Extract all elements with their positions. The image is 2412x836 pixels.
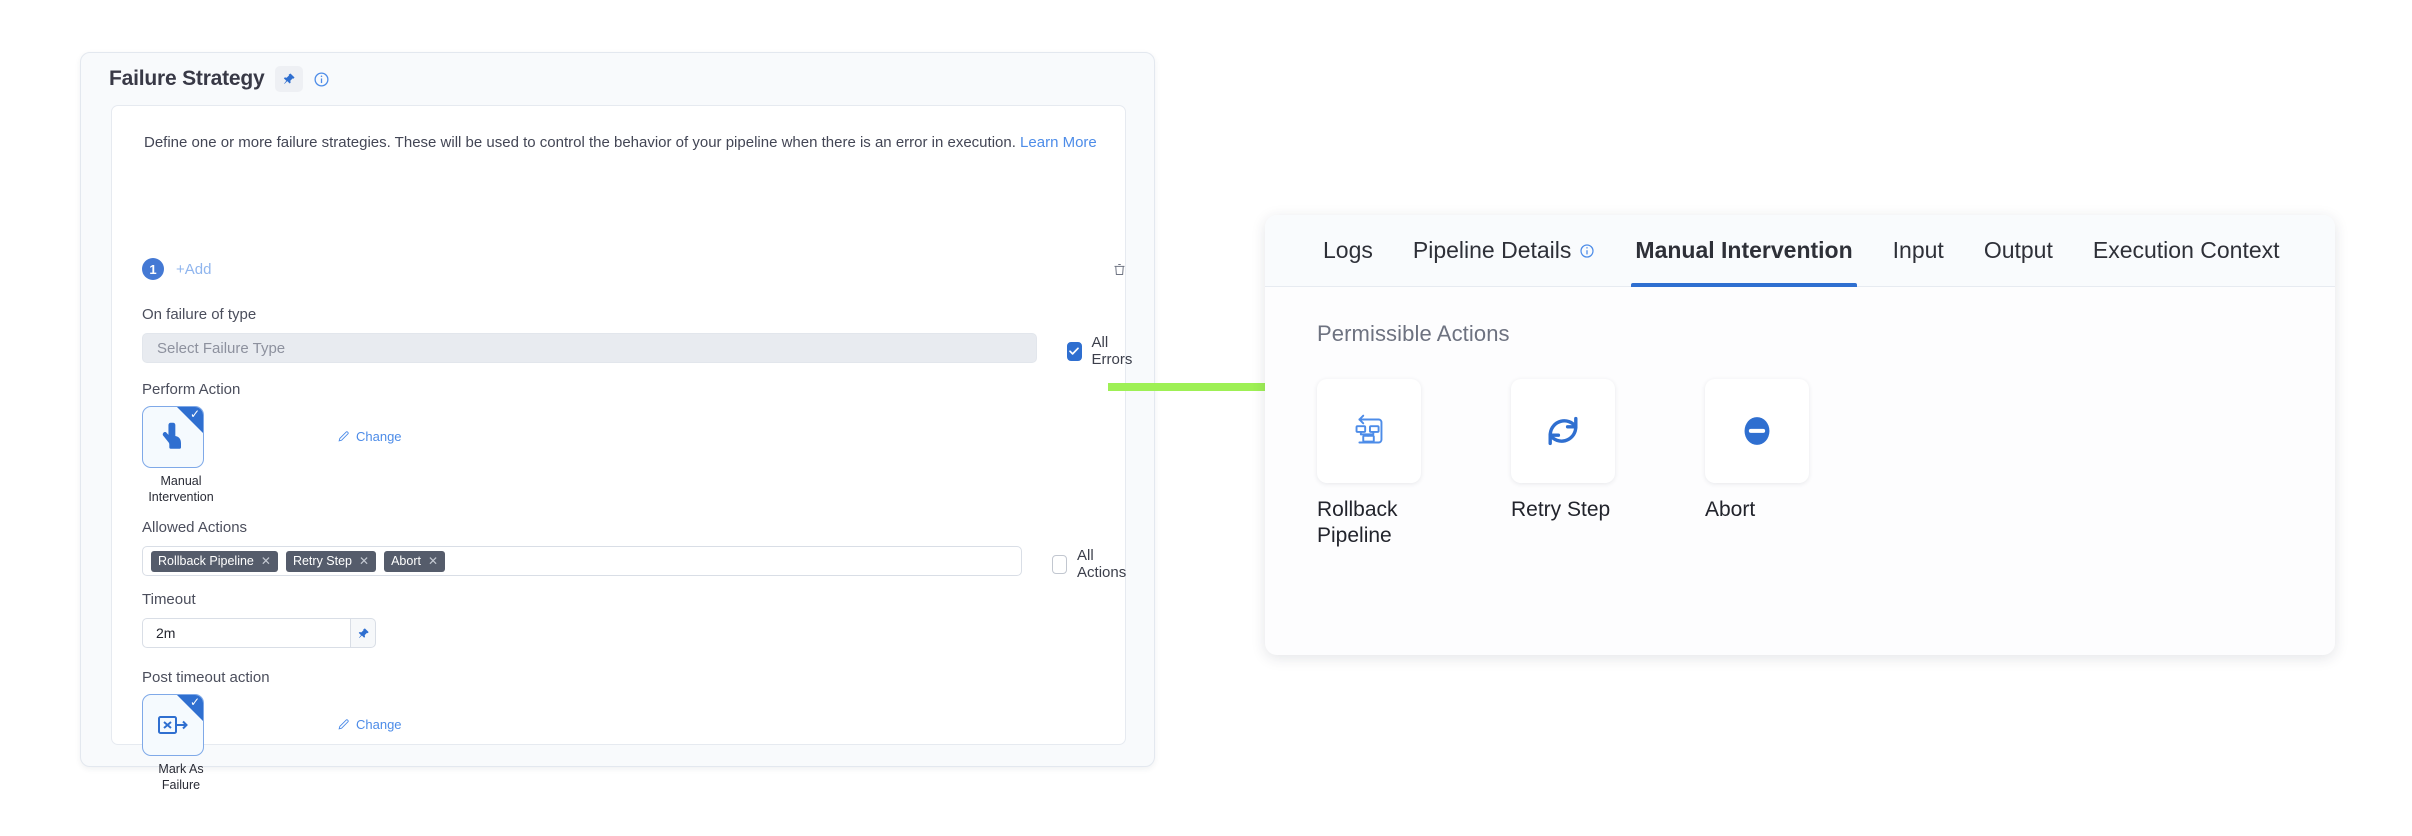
retry-step-button[interactable] <box>1511 379 1615 483</box>
tag-item[interactable]: Retry Step ✕ <box>285 550 377 572</box>
tab-label: Output <box>1983 237 2053 263</box>
tag-label: Rollback Pipeline <box>158 554 254 568</box>
tag-item[interactable]: Rollback Pipeline ✕ <box>151 550 278 572</box>
selected-corner-ribbon <box>177 695 203 721</box>
perform-action-label: Perform Action <box>142 381 241 398</box>
rollback-pipeline-icon <box>1355 414 1383 444</box>
change-label: Change <box>356 717 402 732</box>
manual-intervention-caption: Manual Intervention <box>148 474 214 504</box>
page-title: Failure Strategy <box>109 67 265 90</box>
timeout-label: Timeout <box>142 591 196 608</box>
mark-as-failure-caption: Mark As Failure <box>158 762 204 792</box>
learn-more-link[interactable]: Learn More <box>1020 134 1097 151</box>
trash-icon[interactable] <box>1112 262 1127 277</box>
info-circle-icon[interactable] <box>1579 243 1595 259</box>
strategy-add-row: 1 +Add <box>142 254 1127 284</box>
perform-action-card-wrap: ✓ Manual Intervention <box>142 406 220 505</box>
all-errors-checkbox[interactable] <box>1067 341 1082 361</box>
panel-body: Define one or more failure strategies. T… <box>111 105 1132 792</box>
permissible-actions-list: Rollback Pipeline Retry Step <box>1317 379 2335 548</box>
mark-as-failure-card[interactable]: ✓ <box>142 694 204 756</box>
allowed-actions-input[interactable]: Rollback Pipeline ✕ Retry Step ✕ Abort ✕ <box>142 546 1022 576</box>
check-icon: ✓ <box>189 695 200 709</box>
all-errors-checkbox-row[interactable]: All Errors <box>1067 334 1137 368</box>
permissible-action-label: Retry Step <box>1511 498 1611 521</box>
all-errors-label: All Errors <box>1091 334 1133 368</box>
tab-input[interactable]: Input <box>1873 215 1964 287</box>
pencil-icon <box>338 719 349 730</box>
post-timeout-label: Post timeout action <box>142 669 270 686</box>
pencil-icon <box>338 431 349 442</box>
description-text: Define one or more failure strategies. T… <box>144 133 1097 153</box>
permissible-action-item[interactable]: Abort <box>1705 379 1809 548</box>
tab-manual-intervention[interactable]: Manual Intervention <box>1615 215 1872 287</box>
on-failure-label: On failure of type <box>142 306 257 323</box>
abort-button[interactable] <box>1705 379 1809 483</box>
tabbar: Logs Pipeline Details Manual Interventio… <box>1265 215 2335 287</box>
tab-execution-context[interactable]: Execution Context <box>2073 215 2300 287</box>
add-strategy-link[interactable]: +Add <box>176 260 212 278</box>
change-label: Change <box>356 429 402 444</box>
tab-pipeline-details[interactable]: Pipeline Details <box>1393 215 1616 287</box>
failure-type-select[interactable]: Select Failure Type <box>142 333 1037 363</box>
rollback-pipeline-button[interactable] <box>1317 379 1421 483</box>
tab-label: Logs <box>1323 237 1373 263</box>
pin-icon[interactable] <box>274 66 303 92</box>
failure-strategy-panel: Failure Strategy Define one or more fail… <box>80 52 1155 792</box>
info-circle-icon[interactable] <box>313 71 330 88</box>
change-post-timeout-button[interactable]: Change <box>337 717 402 732</box>
hand-pointer-icon <box>162 422 181 449</box>
strategy-index-badge[interactable]: 1 <box>142 258 164 280</box>
all-actions-label: All Actions <box>1077 547 1127 581</box>
tab-logs[interactable]: Logs <box>1303 215 1393 287</box>
tag-remove-icon[interactable]: ✕ <box>427 554 439 568</box>
retry-refresh-icon <box>1548 416 1578 446</box>
all-actions-checkbox[interactable] <box>1052 554 1068 574</box>
post-timeout-card-wrap: ✓ Mark As Failure <box>142 694 220 793</box>
all-actions-checkbox-row[interactable]: All Actions <box>1052 547 1130 581</box>
description-sentence: Define one or more failure strategies. T… <box>144 134 1016 151</box>
selected-corner-ribbon <box>177 407 203 433</box>
tab-label: Pipeline Details <box>1412 237 1572 263</box>
tab-label: Manual Intervention <box>1635 237 1853 263</box>
change-perform-action-button[interactable]: Change <box>337 429 402 444</box>
tag-item[interactable]: Abort ✕ <box>384 550 446 572</box>
tab-label: Input <box>1892 237 1944 263</box>
tag-label: Abort <box>391 554 421 568</box>
timeout-input[interactable]: 2m <box>142 618 350 648</box>
allowed-actions-label: Allowed Actions <box>142 519 248 536</box>
check-icon: ✓ <box>189 407 200 421</box>
tab-output[interactable]: Output <box>1964 215 2073 287</box>
timeout-field: 2m <box>142 618 376 648</box>
permissible-action-label: Rollback Pipeline <box>1317 498 1398 547</box>
manual-intervention-card[interactable]: ✓ <box>142 406 204 468</box>
permissible-actions-title: Permissible Actions <box>1317 321 1510 346</box>
tab-label: Execution Context <box>2092 237 2280 263</box>
tag-label: Retry Step <box>292 554 353 568</box>
manual-intervention-content: Permissible Actions Rollback Pipeline <box>1265 287 2335 548</box>
tag-remove-icon[interactable]: ✕ <box>260 554 271 568</box>
permissible-action-item[interactable]: Rollback Pipeline <box>1317 379 1421 548</box>
mark-as-failure-icon <box>158 716 188 734</box>
abort-minus-circle-icon <box>1744 417 1770 445</box>
tag-remove-icon[interactable]: ✕ <box>359 554 370 568</box>
permissible-action-item[interactable]: Retry Step <box>1511 379 1615 548</box>
permissible-action-label: Abort <box>1705 498 1756 521</box>
timeout-pin-icon[interactable] <box>350 618 376 648</box>
green-arrow <box>1108 370 1328 409</box>
panel-header: Failure Strategy <box>81 53 1154 105</box>
step-details-panel: Logs Pipeline Details Manual Interventio… <box>1265 215 2335 655</box>
